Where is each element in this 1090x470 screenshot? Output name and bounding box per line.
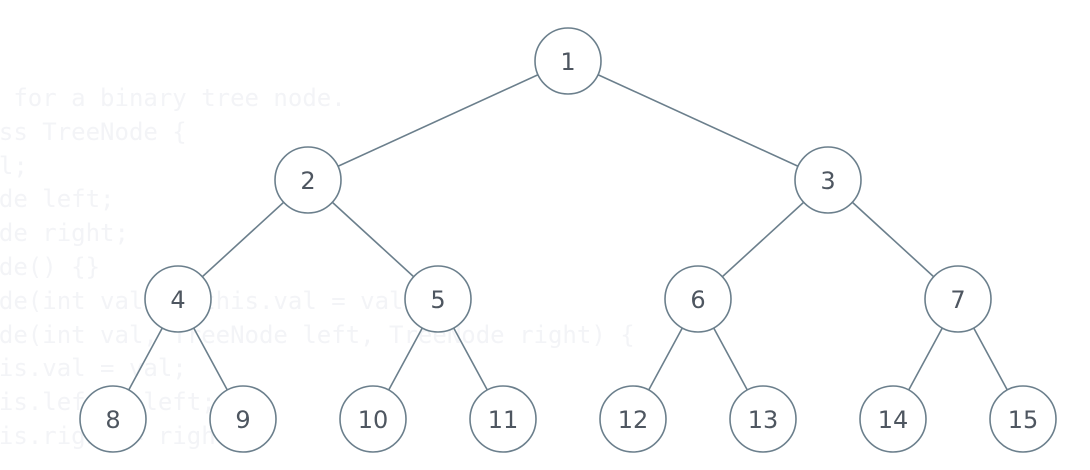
tree-node: 13 — [729, 385, 797, 453]
node-circle — [209, 385, 277, 453]
node-label: 9 — [235, 406, 250, 434]
tree-node: 15 — [989, 385, 1057, 453]
node-label: 3 — [820, 167, 835, 195]
code-line: val; — [0, 151, 28, 180]
node-label: 10 — [358, 406, 389, 434]
node-label: 13 — [748, 406, 779, 434]
tree-node: 6 — [664, 265, 732, 333]
tree-edge — [307, 60, 569, 181]
tree-node: 2 — [274, 146, 342, 214]
code-line: this.left = left; — [0, 388, 216, 417]
node-circle — [989, 385, 1057, 453]
code-line: Node left; — [0, 185, 115, 214]
node-circle — [274, 146, 342, 214]
node-circle — [924, 265, 992, 333]
node-circle — [664, 265, 732, 333]
code-line: Node() {} — [0, 252, 101, 281]
node-label: 15 — [1008, 406, 1039, 434]
node-circle — [79, 385, 147, 453]
tree-node: 9 — [209, 385, 277, 453]
tree-node: 8 — [79, 385, 147, 453]
tree-node: 12 — [599, 385, 667, 453]
node-label: 2 — [300, 167, 315, 195]
code-line: lass TreeNode { — [0, 117, 187, 146]
code-line: Node right; — [0, 219, 129, 248]
node-circle — [144, 265, 212, 333]
node-circle — [404, 265, 472, 333]
node-label: 11 — [488, 406, 519, 434]
node-label: 14 — [878, 406, 909, 434]
node-circle — [859, 385, 927, 453]
node-circle — [729, 385, 797, 453]
node-label: 7 — [950, 286, 965, 314]
node-circle — [794, 146, 862, 214]
node-circle — [339, 385, 407, 453]
node-label: 8 — [105, 406, 120, 434]
tree-edges — [112, 60, 1024, 420]
tree-node: 14 — [859, 385, 927, 453]
tree-edge — [567, 60, 829, 181]
node-label: 5 — [430, 286, 445, 314]
tree-node: 4 — [144, 265, 212, 333]
node-label: 4 — [170, 286, 185, 314]
node-circle — [534, 27, 602, 95]
background-code-watermark: on for a binary tree node. lass TreeNode … — [0, 82, 635, 454]
tree-node: 1 — [534, 27, 602, 95]
tree-node: 10 — [339, 385, 407, 453]
node-circle — [469, 385, 537, 453]
node-circle — [599, 385, 667, 453]
tree-node: 3 — [794, 146, 862, 214]
tree-node: 11 — [469, 385, 537, 453]
code-line: this.val = val; — [0, 354, 187, 383]
node-label: 6 — [690, 286, 705, 314]
node-label: 12 — [618, 406, 649, 434]
node-label: 1 — [560, 48, 575, 76]
tree-node: 7 — [924, 265, 992, 333]
tree-node: 5 — [404, 265, 472, 333]
code-line: on for a binary tree node. — [0, 84, 346, 112]
